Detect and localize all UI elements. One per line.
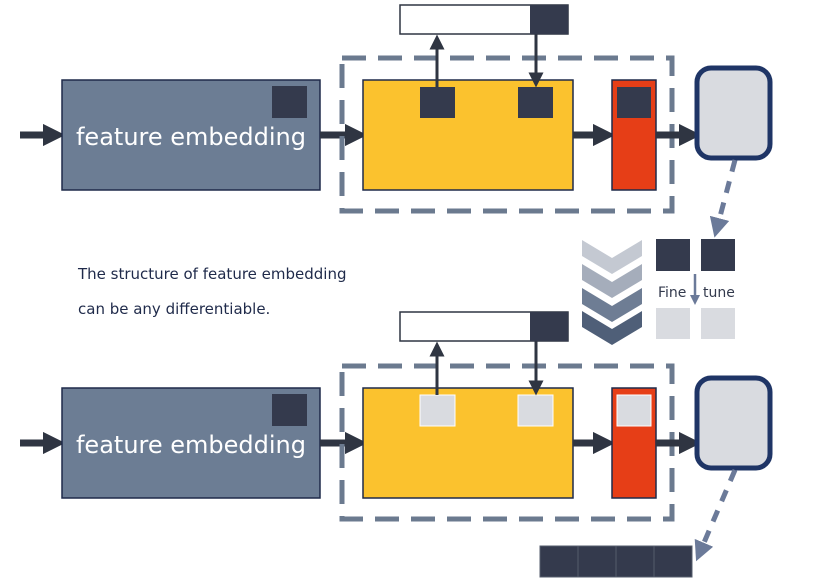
top-red-dark-square — [617, 87, 651, 118]
output-bar-cell — [539, 545, 579, 578]
fine-tune-light-square-left — [656, 308, 690, 339]
chevron-3 — [582, 288, 642, 322]
bottom-yellow-light-square-left — [419, 394, 456, 427]
top-memory-bar-dark-cell — [530, 5, 568, 34]
note-text-line-1: The structure of feature embedding — [77, 265, 346, 283]
top-output-box — [694, 65, 773, 161]
bottom-output-box — [694, 375, 773, 471]
output-bar-cell — [577, 545, 617, 578]
bottom-output-bar — [539, 545, 693, 578]
bottom-red-light-square — [616, 394, 652, 427]
top-output-dashed-link — [709, 159, 738, 238]
bottom-yellow-light-square-right — [517, 394, 554, 427]
chevron-1 — [582, 240, 642, 274]
top-yellow-dark-square-left — [420, 87, 455, 118]
top-yellow-dark-square-right — [518, 87, 553, 118]
output-bar-cell — [653, 545, 693, 578]
output-bar-cell — [615, 545, 655, 578]
chevron-2 — [582, 264, 642, 298]
top-pipeline: feature embedding — [20, 4, 773, 238]
chevron-stack-icon — [582, 240, 642, 345]
bottom-output-dashed-link — [694, 469, 738, 562]
fine-tune-light-square-right — [701, 308, 735, 339]
fine-tune-label-right: tune — [703, 285, 735, 301]
bottom-embedding-dark-square — [272, 394, 307, 426]
fine-tune-label-left: Fine — [658, 285, 686, 301]
bottom-pipeline: feature embedding — [20, 311, 773, 578]
fine-tune-dark-square-left — [656, 239, 690, 271]
bottom-memory-bar-dark-cell — [530, 312, 568, 341]
fine-tune-group: Fine tune — [656, 239, 735, 339]
top-feature-embedding-label: feature embedding — [76, 123, 306, 151]
note-text-line-2: can be any differentiable. — [78, 300, 270, 318]
note-text-group: The structure of feature embedding can b… — [77, 265, 346, 318]
bottom-feature-embedding-label: feature embedding — [76, 431, 306, 459]
chevron-4 — [582, 311, 642, 345]
top-embedding-dark-square — [272, 86, 307, 118]
fine-tune-dark-square-right — [701, 239, 735, 271]
